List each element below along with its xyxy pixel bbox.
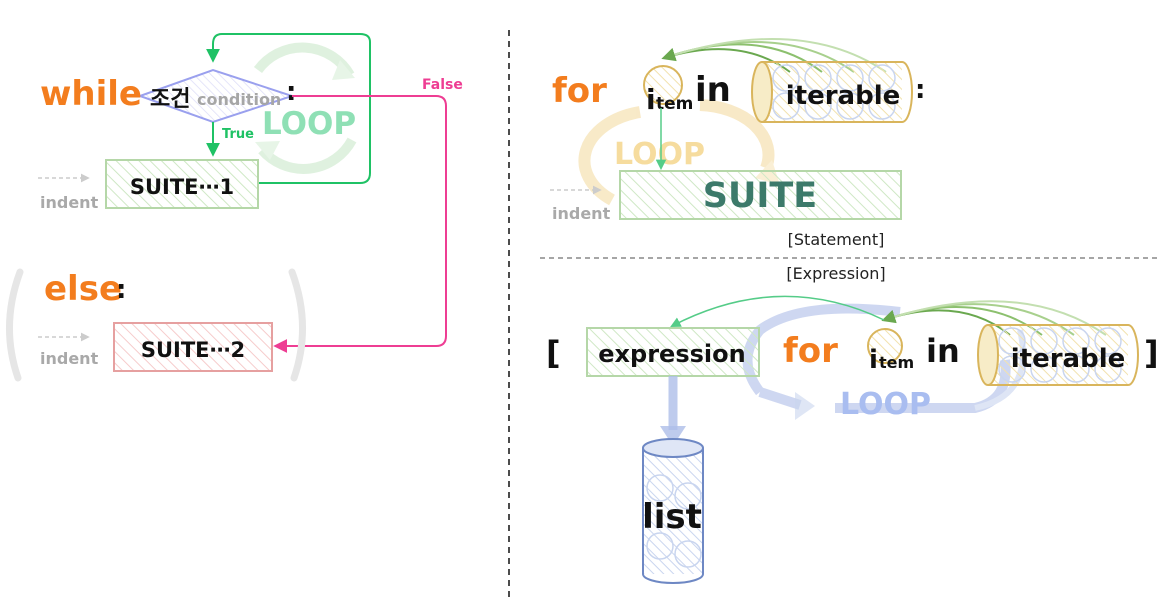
suite1-label: SUITE⋯1 [130,175,234,199]
indent1-label: indent [40,193,99,212]
loop-back-arrow [206,33,371,184]
item-circle [643,65,683,105]
for-colon: : [915,75,925,105]
for-keyword: for [552,71,607,111]
suite2-label: SUITE⋯2 [141,338,245,362]
comprehension-item-circle [867,328,903,364]
for-statement-diagram: LOOP for i tem in iterable [550,38,925,249]
item-letter-i: i [646,83,656,116]
suite1-box [105,159,259,209]
comprehension-iterable-cylinder [977,324,1139,386]
comprehension-for-keyword: for [783,331,838,371]
comprehension-item-i: i [869,345,878,375]
while-else-diagram: LOOP while 조건 condition : True False SUI… [5,33,463,382]
comprehension-in-keyword: in [926,332,960,370]
expression-label: expression [598,340,745,368]
comprehension-loop-arrowhead [795,392,815,420]
close-bracket: ] [1144,334,1159,372]
for-indent-label: indent [552,204,611,223]
list-label: list [642,497,702,537]
else-keyword: else [44,269,122,309]
item-letter-rest: tem [656,94,693,114]
open-bracket: [ [546,334,561,372]
expression-to-list-arrowhead [660,426,686,446]
false-arrow [273,95,447,353]
list-comprehension-diagram: [Expression] LOOP [ expression for i tem… [546,264,1159,584]
expression-caption: [Expression] [786,264,885,283]
while-colon: : [286,77,296,107]
indent2-label: indent [40,349,99,368]
while-keyword: while [40,74,142,114]
for-suite-box [619,170,902,220]
comprehension-iterable-label: iterable [1011,344,1126,374]
while-loop-label: LOOP [262,106,356,142]
list-cylinder [642,438,704,584]
for-suite-label: SUITE [703,176,817,216]
false-label: False [422,77,463,93]
comprehension-loop-label: LOOP [840,387,931,422]
statement-caption: [Statement] [788,230,885,249]
in-keyword: in [695,70,731,110]
item-to-expression-arrow [670,295,885,327]
else-right-paren [288,268,307,382]
true-label: True [222,127,254,142]
comprehension-item-rest: tem [879,353,914,372]
else-left-paren [5,268,24,382]
condition-english: condition [197,90,281,109]
condition-korean: 조건 [150,87,190,112]
while-loop-arrows-decoration [253,42,357,174]
suite2-box [113,322,273,372]
else-colon: : [116,275,126,305]
iterable-cylinder [751,61,913,123]
iterable-label: iterable [786,81,901,111]
for-loop-label: LOOP [614,137,705,172]
